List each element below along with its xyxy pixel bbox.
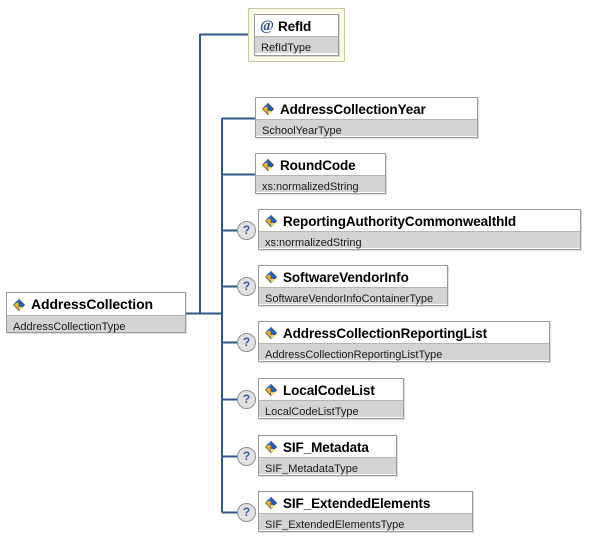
- node-label: SIF_ExtendedElements: [283, 495, 431, 511]
- element-icon: [261, 102, 275, 116]
- node-type-label: xs:normalizedString: [265, 237, 362, 249]
- node-type-label: SoftwareVendorInfoContainerType: [265, 293, 434, 305]
- optional-marker-address-collection-reporting-list: ?: [237, 333, 256, 352]
- node-address-collection[interactable]: AddressCollection AddressCollectionType: [6, 292, 186, 333]
- node-sif-extended-elements[interactable]: SIF_ExtendedElements SIF_ExtendedElement…: [258, 491, 473, 532]
- node-type-label: RefIdType: [261, 42, 312, 54]
- optional-marker-software-vendor-info: ?: [237, 277, 256, 296]
- node-type-row: SIF_MetadataType: [259, 457, 396, 475]
- element-icon: [264, 214, 278, 228]
- optional-marker-reporting-authority: ?: [237, 221, 256, 240]
- node-label: LocalCodeList: [283, 382, 375, 398]
- node-type-row: xs:normalizedString: [259, 231, 580, 249]
- node-type-row: SchoolYearType: [256, 119, 477, 137]
- node-label: AddressCollectionYear: [280, 101, 426, 117]
- element-icon: [261, 158, 275, 172]
- node-name-row: RoundCode: [256, 154, 385, 175]
- node-type-row: SoftwareVendorInfoContainerType: [259, 287, 447, 305]
- node-type-row: AddressCollectionReportingListType: [259, 343, 549, 361]
- node-name-row: LocalCodeList: [259, 379, 403, 400]
- element-icon: [264, 326, 278, 340]
- node-refid[interactable]: @ RefId RefIdType: [254, 14, 339, 56]
- node-name-row: SIF_Metadata: [259, 436, 396, 457]
- node-frame-refid: @ RefId RefIdType: [248, 8, 345, 62]
- node-label: RefId: [277, 18, 312, 34]
- element-icon: [264, 496, 278, 510]
- node-label: ReportingAuthorityCommonwealthId: [283, 213, 517, 229]
- node-name-row: AddressCollection: [7, 293, 185, 315]
- node-type-label: AddressCollectionReportingListType: [265, 349, 443, 361]
- node-type-label: LocalCodeListType: [265, 406, 359, 418]
- element-icon: [264, 440, 278, 454]
- optional-marker-local-code-list: ?: [237, 390, 256, 409]
- connector-refid: [199, 33, 248, 314]
- node-label: SIF_Metadata: [283, 439, 369, 455]
- node-type-row: LocalCodeListType: [259, 400, 403, 418]
- attribute-at-icon: @: [260, 17, 274, 34]
- node-type-row: SIF_ExtendedElementsType: [259, 513, 472, 531]
- element-icon: [264, 383, 278, 397]
- node-label: AddressCollection: [31, 296, 153, 312]
- node-name-row: SoftwareVendorInfo: [259, 266, 447, 287]
- node-address-collection-reporting-list[interactable]: AddressCollectionReportingList AddressCo…: [258, 321, 550, 362]
- node-type-label: SIF_MetadataType: [265, 463, 358, 475]
- node-type-label: xs:normalizedString: [262, 181, 359, 193]
- optional-marker-sif-extended-elements: ?: [237, 503, 256, 522]
- node-label: RoundCode: [280, 157, 356, 173]
- node-type-label: SchoolYearType: [262, 125, 342, 137]
- optional-marker-sif-metadata: ?: [237, 447, 256, 466]
- node-type-label: SIF_ExtendedElementsType: [265, 519, 405, 531]
- node-type-row: AddressCollectionType: [7, 315, 185, 333]
- node-local-code-list[interactable]: LocalCodeList LocalCodeListType: [258, 378, 404, 419]
- node-name-row: ReportingAuthorityCommonwealthId: [259, 210, 580, 231]
- node-name-row: AddressCollectionYear: [256, 98, 477, 119]
- element-icon: [264, 270, 278, 284]
- node-name-row: @ RefId: [255, 15, 338, 36]
- node-software-vendor-info[interactable]: SoftwareVendorInfo SoftwareVendorInfoCon…: [258, 265, 448, 306]
- node-type-row: RefIdType: [255, 36, 338, 54]
- node-name-row: SIF_ExtendedElements: [259, 492, 472, 513]
- node-sif-metadata[interactable]: SIF_Metadata SIF_MetadataType: [258, 435, 397, 476]
- node-label: AddressCollectionReportingList: [283, 325, 488, 341]
- node-address-collection-year[interactable]: AddressCollectionYear SchoolYearType: [255, 97, 478, 138]
- node-name-row: AddressCollectionReportingList: [259, 322, 549, 343]
- node-label: SoftwareVendorInfo: [283, 269, 409, 285]
- node-type-label: AddressCollectionType: [13, 321, 126, 333]
- node-type-row: xs:normalizedString: [256, 175, 385, 193]
- node-reporting-authority-commonwealth-id[interactable]: ReportingAuthorityCommonwealthId xs:norm…: [258, 209, 581, 250]
- element-icon: [12, 298, 26, 312]
- node-round-code[interactable]: RoundCode xs:normalizedString: [255, 153, 386, 194]
